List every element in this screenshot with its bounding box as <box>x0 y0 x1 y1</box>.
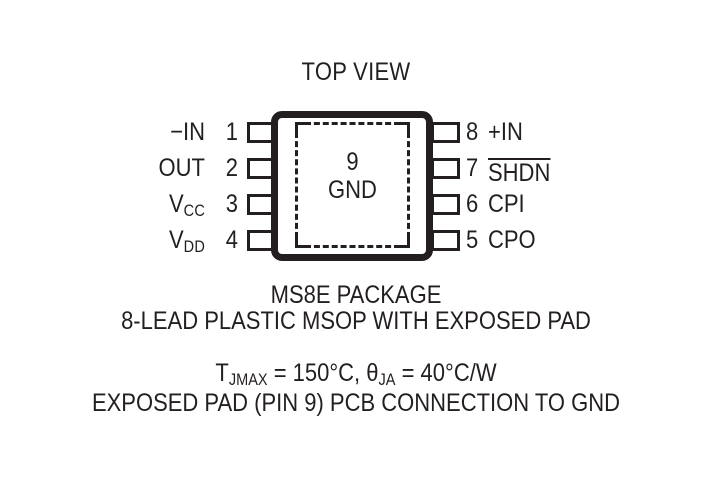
pin-number-1: 1 <box>225 118 238 146</box>
pad-corner-bottom-left <box>295 237 306 248</box>
pad-corner-top-right <box>399 122 410 133</box>
pin-label-out: OUT <box>158 154 205 182</box>
pin-number-3: 3 <box>225 190 238 218</box>
pin-label-minus-in: −IN <box>170 118 205 146</box>
pin-label-shdn-base: SHDN <box>488 158 551 187</box>
pad-dash-right <box>407 132 410 238</box>
pin-number-6: 6 <box>466 190 479 218</box>
pin-lead-8 <box>431 122 460 143</box>
pin-label-vdd-subscript: DD <box>183 238 205 257</box>
pin-lead-6 <box>431 194 460 215</box>
pin-label-vcc: VCC <box>82 192 205 221</box>
caption-thermal-spec: TJMAX = 150°C, θJA = 40°C/W <box>43 359 670 390</box>
pin-lead-5 <box>431 230 460 251</box>
caption-package-description: 8-LEAD PLASTIC MSOP WITH EXPOSED PAD <box>121 307 591 335</box>
package-body-outline <box>271 111 433 261</box>
exposed-pad-name: GND <box>328 176 377 204</box>
pin-label-cpo: CPO <box>488 226 536 254</box>
pin-label-vcc-base: V <box>168 190 184 218</box>
pin-label-vdd-base: V <box>168 226 184 254</box>
caption-exposed-pad-note: EXPOSED PAD (PIN 9) PCB CONNECTION TO GN… <box>91 389 621 417</box>
tjmax-symbol: T <box>215 359 229 387</box>
pad-corner-top-left <box>295 122 306 133</box>
pin-number-2: 2 <box>225 154 238 182</box>
pin-label-plus-in: +IN <box>488 118 523 146</box>
pad-corner-bottom-right <box>399 237 410 248</box>
pad-dash-left <box>295 132 298 238</box>
theta-value: = 40°C/W <box>395 359 497 387</box>
exposed-pad-number: 9 <box>346 148 359 176</box>
caption-package-name: MS8E PACKAGE <box>270 281 442 309</box>
pin-label-cpi: CPI <box>488 190 525 218</box>
tjmax-value: = 150°C, <box>267 359 367 387</box>
pin-number-5: 5 <box>466 226 479 254</box>
pin-lead-7 <box>431 158 460 179</box>
page-title: TOP VIEW <box>301 58 411 86</box>
theta-symbol: θ <box>366 359 379 387</box>
pin-label-vdd: VDD <box>82 228 205 257</box>
pad-dash-bottom <box>305 245 400 248</box>
exposed-pad-outline <box>295 122 410 248</box>
pin-label-shdn: SHDN <box>488 158 551 187</box>
pin-label-vcc-subscript: CC <box>183 202 205 221</box>
pin-number-4: 4 <box>225 226 238 254</box>
pad-dash-top <box>305 122 400 125</box>
pin-number-7: 7 <box>466 154 479 182</box>
pin-number-8: 8 <box>466 118 479 146</box>
tjmax-subscript: JMAX <box>228 371 268 390</box>
exposed-pad-label: 9 GND <box>295 148 410 204</box>
theta-subscript: JA <box>378 371 396 390</box>
